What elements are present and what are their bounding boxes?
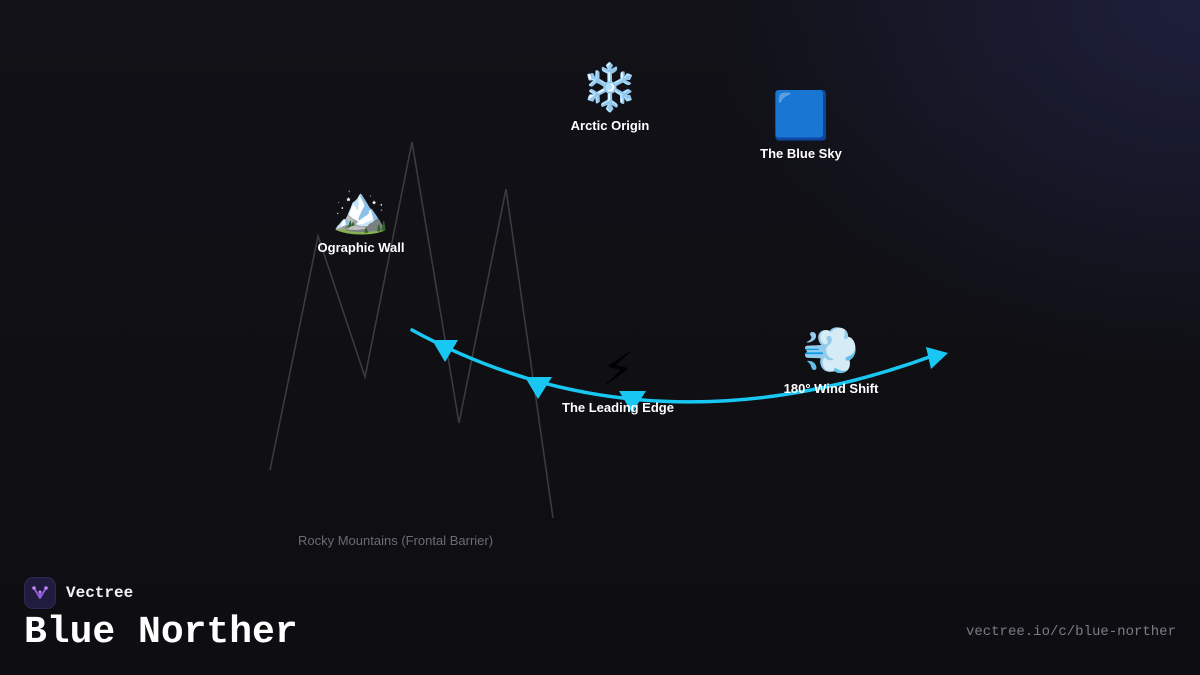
- node-orographic-wall: 🏔️ Ographic Wall: [261, 182, 461, 256]
- node-leading-edge: ⚡ The Leading Edge: [518, 342, 718, 416]
- node-blue-sky: 🟦 The Blue Sky: [701, 88, 901, 162]
- lightning-bolt-icon: ⚡: [601, 342, 635, 396]
- node-label: The Leading Edge: [562, 400, 674, 415]
- node-label: 180° Wind Shift: [783, 381, 879, 396]
- cold-front-triangle: [432, 340, 458, 362]
- brand-name: Vectree: [66, 584, 134, 602]
- mountain-range-outline: [269, 141, 554, 519]
- cold-front-triangle: [525, 377, 552, 399]
- node-arctic-origin: ❄️ Arctic Origin: [510, 60, 710, 134]
- node-label: Arctic Origin: [570, 118, 650, 133]
- brand: Vectree: [24, 577, 133, 609]
- wind-gust-icon: 💨: [802, 323, 860, 377]
- front-direction-arrowhead: [926, 347, 948, 369]
- mountain-range-caption: Rocky Mountains (Frontal Barrier): [298, 533, 494, 548]
- cold-front-triangle: [619, 391, 646, 413]
- node-label: The Blue Sky: [760, 146, 842, 161]
- node-label: Ographic Wall: [317, 240, 405, 255]
- snow-capped-mountain-icon: 🏔️: [332, 182, 390, 236]
- blue-square-icon: 🟦: [772, 88, 830, 142]
- cold-front-line: [410, 328, 937, 404]
- page-title: Blue Norther: [24, 611, 298, 654]
- node-wind-shift: 💨 180° Wind Shift: [731, 323, 931, 397]
- source-url[interactable]: vectree.io/c/blue-norther: [965, 624, 1176, 640]
- snowflake-icon: ❄️: [581, 60, 639, 114]
- vector-tree-icon: [24, 577, 56, 609]
